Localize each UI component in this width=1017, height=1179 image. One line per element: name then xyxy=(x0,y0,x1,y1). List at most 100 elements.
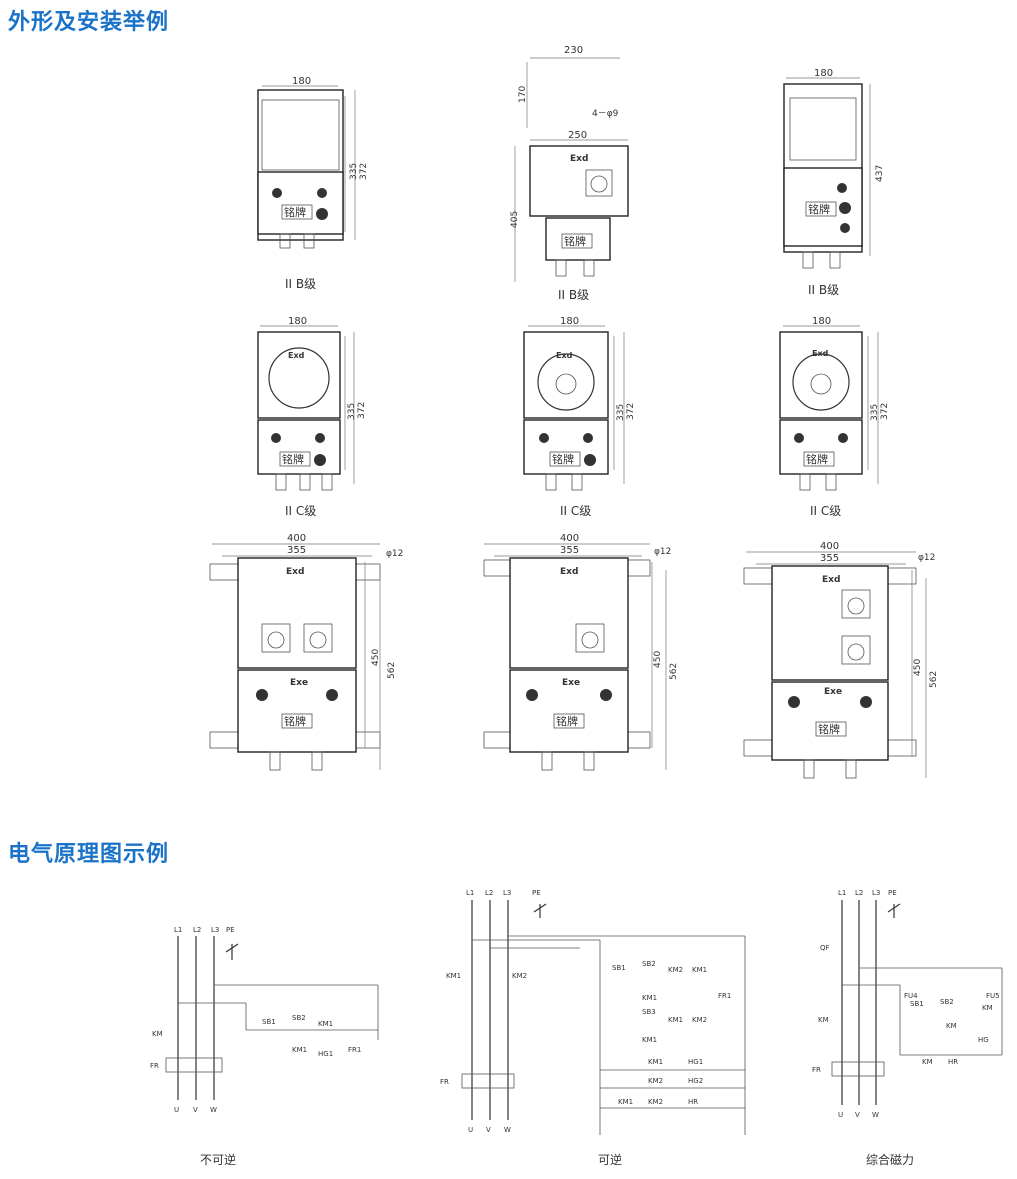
s3-fu5: FU5 xyxy=(986,992,1000,1000)
s1-km1a: KM1 xyxy=(318,1020,333,1028)
enclosure-1-plate: 铭牌 xyxy=(284,205,306,219)
enclosure-5-h2: 372 xyxy=(626,403,636,420)
enclosure-7: 400 355 φ12 Exd Exe 铭牌 450 562 xyxy=(209,533,403,771)
s1-km1b: KM1 xyxy=(292,1046,307,1054)
enclosure-4-caption: II C级 xyxy=(285,504,316,518)
enclosure-9-hole: φ12 xyxy=(918,553,935,563)
enclosure-2-top-height: 170 xyxy=(518,86,528,103)
s1-l3: L3 xyxy=(211,926,219,934)
s3-km-b: KM xyxy=(946,1022,957,1030)
s2-km2d: KM2 xyxy=(648,1098,663,1106)
enclosure-2-plate: 铭牌 xyxy=(564,234,586,248)
s2-hg1: HG1 xyxy=(688,1058,703,1066)
schematic-2: L1 L2 L3 PE KM1 KM2 FR SB1 SB2 KM2 KM1 K… xyxy=(440,889,746,1167)
s2-hg2: HG2 xyxy=(688,1077,703,1085)
enclosure-6-h1: 335 xyxy=(870,404,880,421)
s1-pe: PE xyxy=(226,926,235,934)
enclosure-6-mark: Exd xyxy=(812,349,829,358)
enclosure-5-h1: 335 xyxy=(616,404,626,421)
s1-sb1: SB1 xyxy=(262,1018,276,1026)
enclosure-5-plate: 铭牌 xyxy=(552,452,574,466)
s3-pe: PE xyxy=(888,889,897,897)
s2-km2b: KM2 xyxy=(692,1016,707,1024)
enclosure-4-h1: 335 xyxy=(347,403,357,420)
s3-l3: L3 xyxy=(872,889,880,897)
enclosure-9-w1: 400 xyxy=(820,541,839,552)
enclosure-2: 230 170 4－φ9 250 Exd 铭牌 405 II B级 xyxy=(510,45,629,302)
s2-l1: L1 xyxy=(466,889,474,897)
schematic-3-caption: 综合磁力 xyxy=(866,1152,914,1167)
enclosure-4-h2: 372 xyxy=(357,402,367,419)
s2-fr: FR xyxy=(440,1078,449,1086)
enclosure-9-mark-top: Exd xyxy=(822,575,840,585)
enclosure-3: 180 铭牌 437 II B级 xyxy=(783,68,885,297)
enclosure-7-w1: 400 xyxy=(287,533,306,544)
s3-v: V xyxy=(855,1111,860,1119)
s2-l2: L2 xyxy=(485,889,493,897)
s3-hg: HG xyxy=(978,1036,989,1044)
s1-v: V xyxy=(193,1106,198,1114)
enclosure-9-h2: 562 xyxy=(929,671,939,688)
enclosure-5: 180 Exd 铭牌 335 372 II C级 xyxy=(523,316,636,518)
enclosure-1-caption: II B级 xyxy=(285,277,316,291)
outline-section-title: 外形及安装举例 xyxy=(8,10,170,35)
enclosure-3-caption: II B级 xyxy=(808,283,839,297)
enclosure-1-width: 180 xyxy=(292,76,311,87)
s3-l2: L2 xyxy=(855,889,863,897)
enclosure-3-width: 180 xyxy=(814,68,833,79)
s2-km2a: KM2 xyxy=(668,966,683,974)
s1-sb2: SB2 xyxy=(292,1014,306,1022)
s1-fr1: FR1 xyxy=(348,1046,361,1054)
s3-hr: HR xyxy=(948,1058,958,1066)
enclosure-1-h2: 372 xyxy=(359,163,369,180)
enclosure-2-width: 250 xyxy=(568,130,587,141)
enclosure-8-plate: 铭牌 xyxy=(556,714,578,728)
s2-km1c: KM1 xyxy=(668,1016,683,1024)
s2-km1d: KM1 xyxy=(642,1036,657,1044)
s2-km1b: KM1 xyxy=(642,994,657,1002)
enclosure-5-mark: Exd xyxy=(556,351,573,360)
s1-fr: FR xyxy=(150,1062,159,1070)
enclosure-1-h1: 335 xyxy=(349,163,359,180)
enclosure-8-mark-bottom: Exe xyxy=(562,678,580,688)
enclosure-3-plate: 铭牌 xyxy=(808,202,830,216)
schematic-section-title: 电气原理图示例 xyxy=(8,842,170,867)
s1-u: U xyxy=(174,1106,179,1114)
enclosure-3-height: 437 xyxy=(875,165,885,182)
enclosure-2-holes: 4－φ9 xyxy=(592,109,619,119)
enclosure-7-mark-top: Exd xyxy=(286,567,304,577)
s3-qf: QF xyxy=(820,944,830,952)
enclosure-8-h2: 562 xyxy=(669,663,679,680)
enclosure-4: 180 Exd 铭牌 335 372 II C级 xyxy=(257,316,367,518)
enclosure-7-plate: 铭牌 xyxy=(284,714,306,728)
enclosure-8: 400 355 φ12 Exd Exe 铭牌 450 562 xyxy=(483,533,679,771)
enclosure-6-plate: 铭牌 xyxy=(806,452,828,466)
enclosure-7-mark-bottom: Exe xyxy=(290,678,308,688)
enclosure-4-mark: Exd xyxy=(288,351,305,360)
schematic-2-caption: 可逆 xyxy=(598,1152,622,1167)
s2-u: U xyxy=(468,1126,473,1134)
enclosure-8-w1: 400 xyxy=(560,533,579,544)
s2-w: W xyxy=(504,1126,511,1134)
enclosure-9-mark-bottom: Exe xyxy=(824,687,842,697)
s3-u: U xyxy=(838,1111,843,1119)
s3-l1: L1 xyxy=(838,889,846,897)
enclosure-9-plate: 铭牌 xyxy=(818,722,840,736)
s2-km1e: KM1 xyxy=(648,1058,663,1066)
s3-km-a: KM xyxy=(982,1004,993,1012)
enclosure-7-h2: 562 xyxy=(387,662,397,679)
enclosure-5-caption: II C级 xyxy=(560,504,591,518)
s2-l3: L3 xyxy=(503,889,511,897)
s3-fr: FR xyxy=(812,1066,821,1074)
s1-l2: L2 xyxy=(193,926,201,934)
enclosure-2-height: 405 xyxy=(510,211,520,228)
enclosure-2-mark: Exd xyxy=(570,154,588,164)
s3-fu4: FU4 xyxy=(904,992,918,1000)
enclosure-7-w2: 355 xyxy=(287,545,306,556)
s3-sb2: SB2 xyxy=(940,998,954,1006)
s3-km: KM xyxy=(818,1016,829,1024)
s1-l1: L1 xyxy=(174,926,182,934)
s2-km1a: KM1 xyxy=(692,966,707,974)
enclosure-9-w2: 355 xyxy=(820,553,839,564)
enclosure-2-top-width: 230 xyxy=(564,45,583,56)
